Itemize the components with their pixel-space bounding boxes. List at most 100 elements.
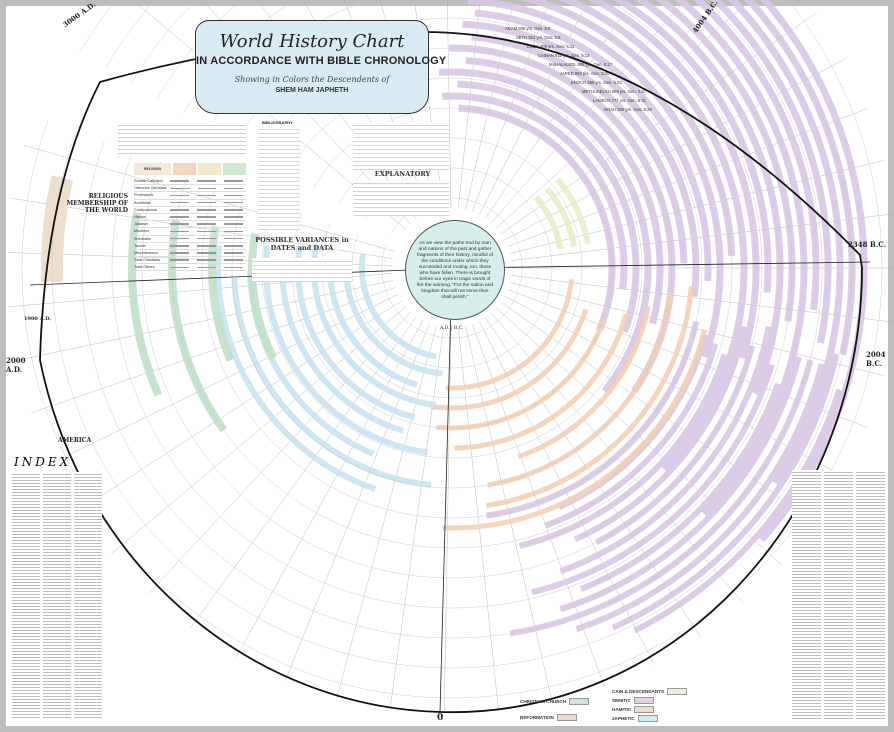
japhetic-band <box>359 252 437 360</box>
religion-name: Hindus <box>134 215 146 220</box>
religion-name: Total Others <box>134 265 155 270</box>
value-cell <box>169 180 189 182</box>
patriarch-label: LAMECH 777 yrs. Gen. 5:31 <box>593 98 647 103</box>
century-line <box>336 325 437 698</box>
value-cell <box>223 230 243 233</box>
date-divide: A.D. | B.C. <box>440 326 464 331</box>
century-line <box>389 327 444 709</box>
value-cell <box>169 194 189 197</box>
table-row: Total Others <box>134 264 246 272</box>
variances-heading: POSSIBLE VARIANCES in DATES and DATA <box>255 236 349 252</box>
value-cell <box>169 216 189 218</box>
legend-item: CAIN & DESCENDANTS <box>612 688 688 695</box>
semitic-band <box>462 20 700 298</box>
semitic-band <box>573 326 748 543</box>
value-cell <box>196 209 216 211</box>
hamitic-band <box>454 313 629 451</box>
patriarch-label: ENOS 905 yrs. Gen. 5:11 <box>527 44 575 49</box>
authority-text <box>353 122 449 170</box>
value-cell <box>223 216 243 218</box>
patriarch-label: MAHALALEEL 895 yrs. Gen. 5:17 <box>549 62 612 67</box>
value-cell <box>223 223 243 225</box>
religion-name: Miscellaneous <box>134 250 159 255</box>
date-2348-bc: 2348 B.C. <box>848 240 887 249</box>
value-cell <box>169 252 189 254</box>
religion-name: Shintoists <box>134 236 151 241</box>
ring-line <box>111 0 793 609</box>
patriarch-label: METHUSELAH 969 yrs. Gen. 5:27 <box>582 89 647 94</box>
hamitic-band <box>485 285 694 509</box>
semitic-band <box>467 0 724 359</box>
semitic-band <box>674 0 808 517</box>
value-cell <box>196 259 216 261</box>
value-cell <box>223 266 243 269</box>
semitic-band <box>441 92 628 290</box>
religion-table-title: RELIGIOUS MEMBERSHIP OF THE WORLD <box>66 193 128 214</box>
patriarch-label: JARED 962 yrs. Gen. 5:20 <box>560 71 610 76</box>
explanatory-heading: EXPLANATORY <box>374 170 431 178</box>
legend-label: CAIN & DESCENDANTS <box>612 689 665 694</box>
center-quote-circle: As we view the paths trod by man and nat… <box>405 220 505 320</box>
religion-name: Roman Catholics <box>134 179 163 184</box>
center-quote: As we view the paths trod by man and nat… <box>416 241 494 300</box>
table-row: Miscellaneous <box>134 250 246 258</box>
table-row: Protestants <box>134 192 246 200</box>
semitic-band <box>438 68 652 394</box>
century-line <box>472 0 550 212</box>
chart-tagline: Showing in Colors the Descendents of <box>234 75 390 84</box>
religion-name: Protestants <box>134 193 154 198</box>
cain-band <box>555 177 591 245</box>
japhetic-band <box>279 261 404 434</box>
value-cell <box>169 259 189 261</box>
semitic-band <box>518 353 728 549</box>
semitic-band <box>710 0 832 344</box>
table-row: Roman Catholics <box>134 178 246 186</box>
religion-name: Moslems <box>134 229 150 234</box>
value-cell <box>197 187 217 190</box>
century-line <box>285 323 430 681</box>
century-line <box>496 0 750 229</box>
religion-name: Judaism <box>134 222 149 227</box>
patriarch-label: SETH 912 yrs. Gen. 5:8 <box>516 35 561 40</box>
semitic-band <box>465 56 664 325</box>
patriarch-label: ADAM 930 yrs. Gen. 5:5 <box>505 26 551 31</box>
table-row: Total Christians <box>134 257 246 265</box>
century-line <box>485 0 634 219</box>
century-line <box>458 0 481 209</box>
religion-name: Buddhists <box>134 200 151 205</box>
hamitic-band <box>442 329 708 531</box>
value-cell <box>169 230 189 233</box>
semitic-band <box>758 0 868 543</box>
christian-band <box>128 211 162 397</box>
timeline-2004-bc <box>459 261 871 269</box>
semitic-band <box>559 356 802 613</box>
table-header-col <box>197 163 221 175</box>
century-line <box>511 275 894 323</box>
religion-name: Confucianists <box>134 207 157 212</box>
century-line <box>447 0 452 209</box>
value-cell <box>223 180 243 182</box>
value-cell <box>196 194 216 197</box>
variances-text <box>252 258 352 282</box>
value-cell <box>196 266 216 269</box>
century-line <box>444 327 452 713</box>
table-row: Shintoists <box>134 236 246 243</box>
ring-line <box>51 0 853 669</box>
value-cell <box>196 180 216 182</box>
table-row: Moslems <box>134 228 246 236</box>
cain-band <box>533 195 564 250</box>
semitic-band <box>693 0 820 311</box>
chart-names: SHEM HAM JAPHETH <box>275 87 349 94</box>
legend-item: JAPHETIC <box>612 715 658 722</box>
value-cell <box>196 230 216 233</box>
ring-line <box>261 77 643 459</box>
index-list-right <box>792 470 886 720</box>
century-line <box>511 213 894 261</box>
value-cell <box>196 201 216 204</box>
value-cell <box>196 223 216 225</box>
table-header-col <box>222 163 247 175</box>
century-line <box>458 327 499 711</box>
table-header-religion: RELIGION <box>134 163 171 175</box>
legend-swatch <box>569 698 590 705</box>
